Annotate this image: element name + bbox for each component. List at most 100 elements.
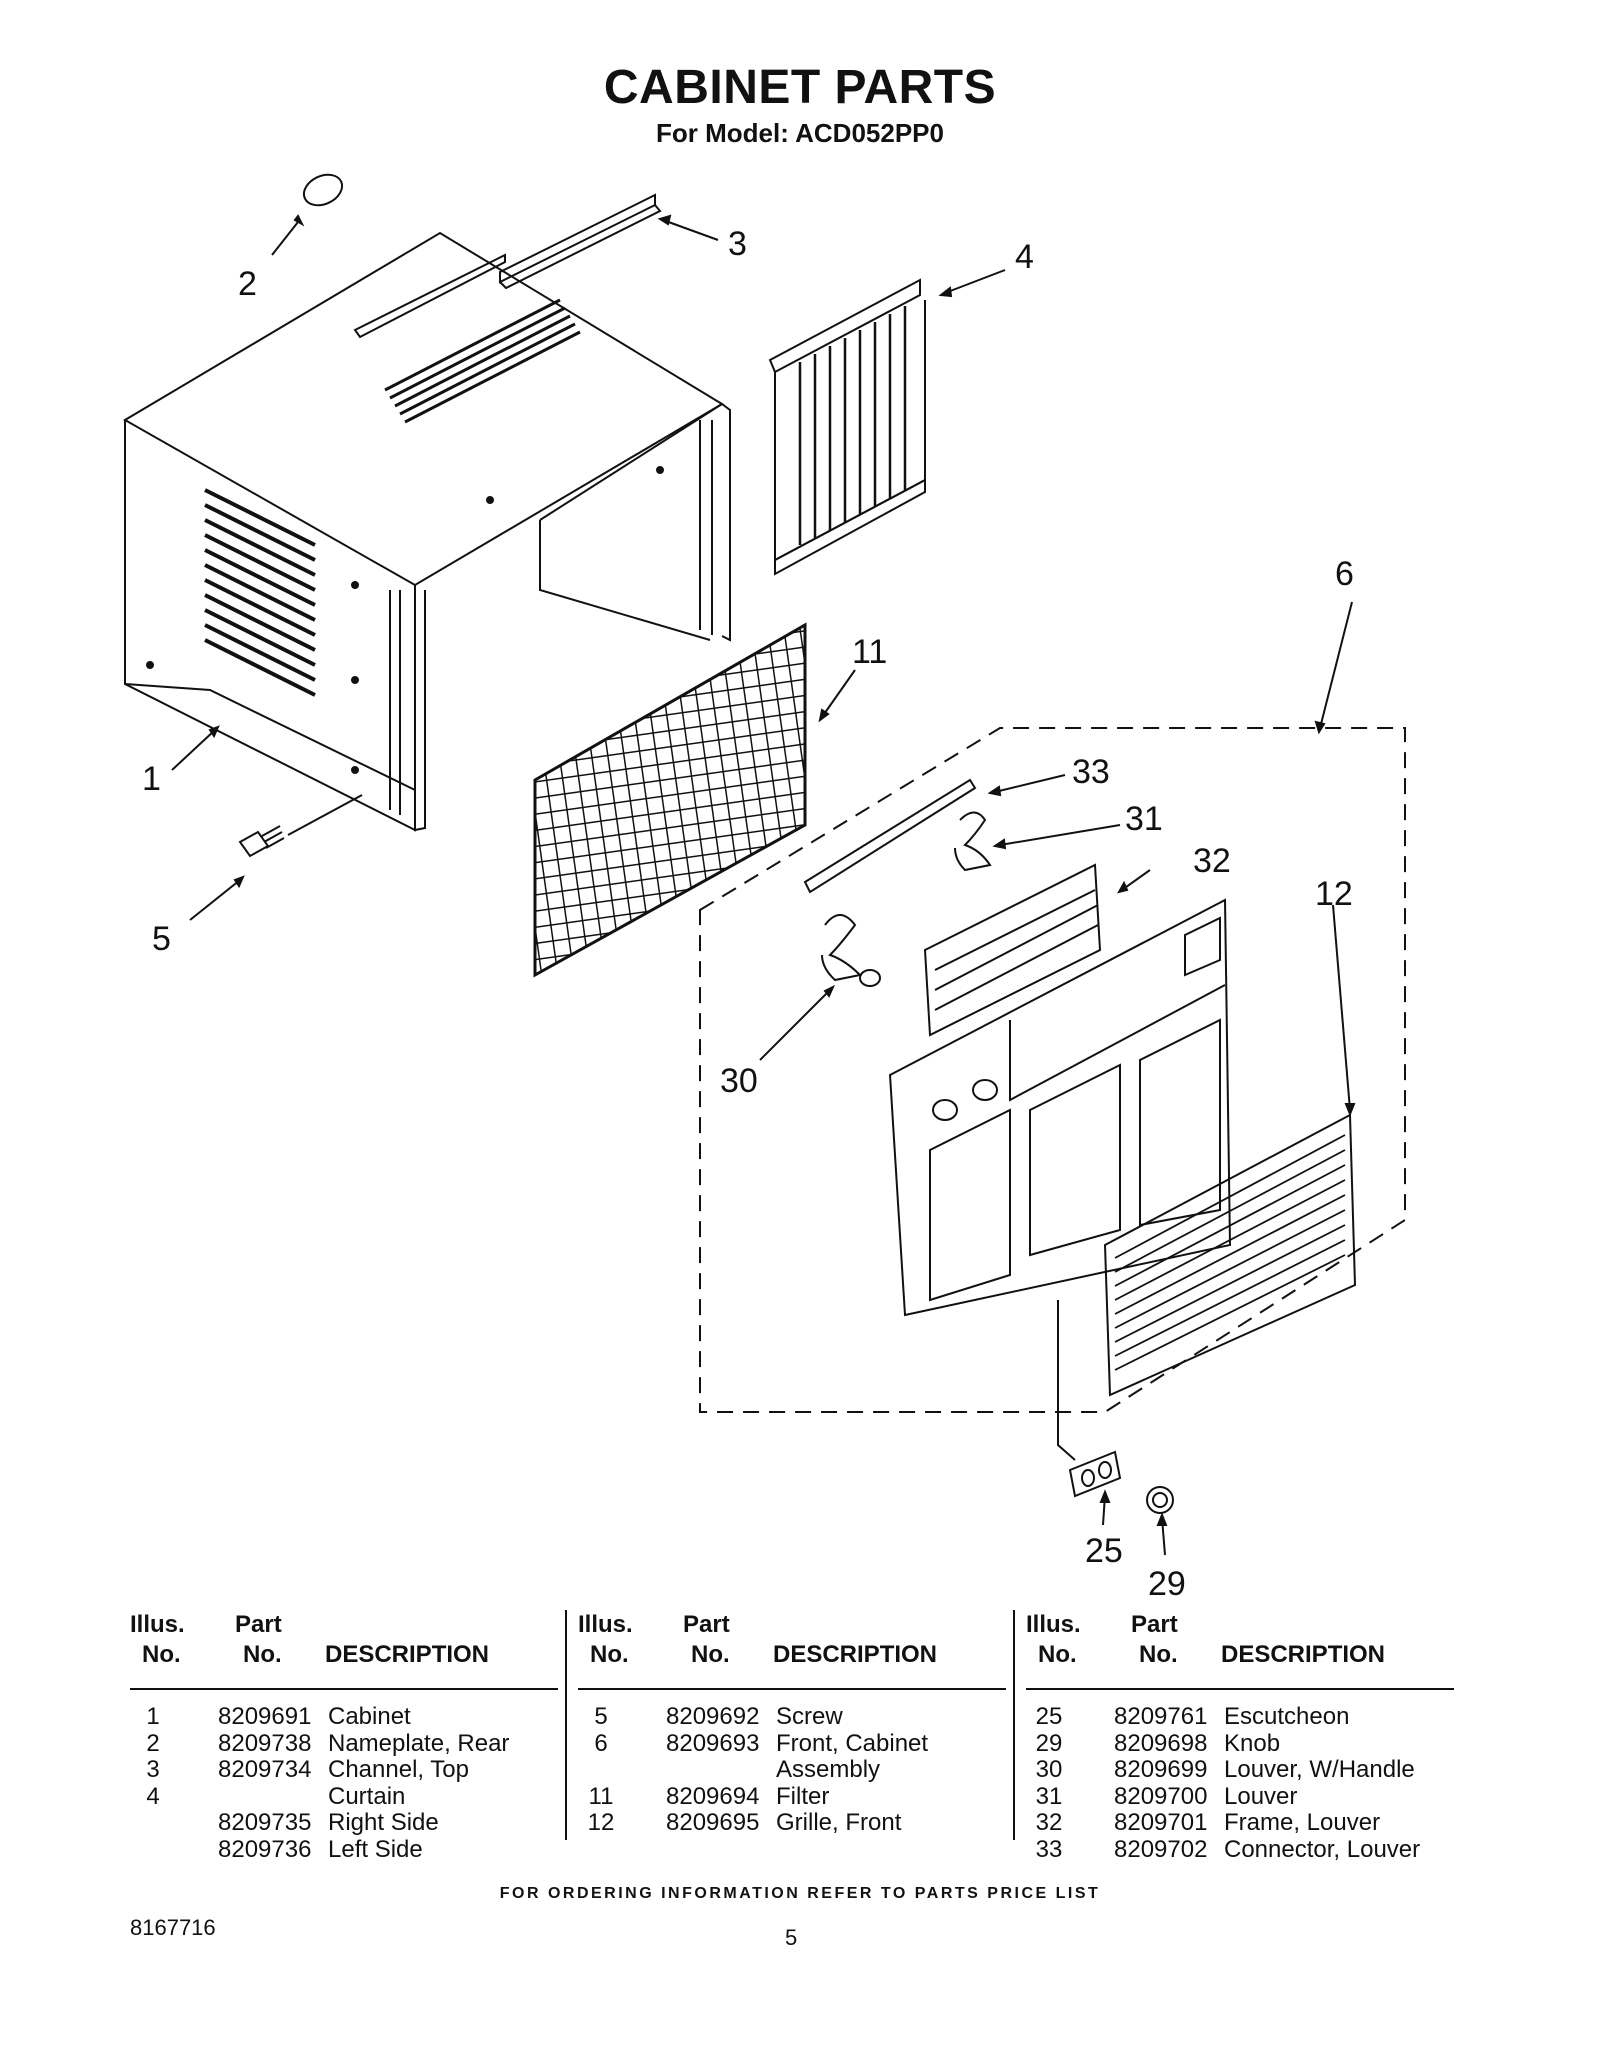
document-number: 8167716 (130, 1915, 216, 1940)
exploded-parts-diagram: 2 3 4 6 11 1 5 33 31 32 12 30 25 29 (123, 173, 1406, 1600)
filter-part (533, 622, 807, 978)
part-number: 8209691 (218, 1703, 312, 1730)
part-number: 8209693 (666, 1729, 760, 1757)
model-subtitle: For Model: ACD052PP0 (656, 118, 944, 148)
illus-number: 1 (146, 1703, 160, 1730)
part-description: Left Side (328, 1835, 423, 1863)
callout-1: 1 (142, 760, 161, 798)
header-illus-no: No. (1038, 1641, 1077, 1668)
part-description: Connector, Louver (1224, 1835, 1421, 1863)
part-description: Assembly (776, 1756, 881, 1783)
illus-number: 6 (594, 1729, 608, 1757)
callout-5: 5 (152, 920, 171, 958)
header-description: DESCRIPTION (325, 1641, 490, 1668)
part-description: Right Side (328, 1809, 439, 1836)
header-part: Part (683, 1611, 730, 1638)
louver-connector-part (803, 778, 977, 894)
illus-number: 29 (1035, 1729, 1063, 1757)
header-illus: Illus. (578, 1611, 633, 1638)
page-title: CABINET PARTS (603, 61, 997, 114)
table-row: 1 8209691 Cabinet (130, 1703, 558, 1731)
louver-handle-part (821, 914, 881, 987)
table-row: 12 8209695 Grille, Front (578, 1809, 1006, 1837)
louver-part (954, 811, 992, 872)
table-row: 8209735 Right Side (130, 1809, 558, 1837)
part-description: Frame, Louver (1224, 1809, 1381, 1836)
part-number: 8209699 (1114, 1756, 1208, 1783)
parts-table-header: Illus. No. Part No. DESCRIPTION (578, 1610, 1006, 1690)
parts-table-3: Illus. No. Part No. DESCRIPTION 25 820976… (1026, 1610, 1454, 1863)
callout-31: 31 (1125, 800, 1163, 838)
illus-number: 11 (588, 1782, 614, 1810)
callout-2: 2 (238, 265, 257, 303)
part-description: Screw (776, 1703, 843, 1730)
part-number: 8209702 (1114, 1835, 1208, 1863)
parts-table-header: Illus. No. Part No. DESCRIPTION (1026, 1610, 1454, 1690)
page-number: 5 (785, 1925, 798, 1950)
part-number: 8209735 (218, 1809, 312, 1836)
parts-table-1: Illus. No. Part No. DESCRIPTION 1 8209691… (130, 1610, 558, 1863)
callout-4: 4 (1015, 238, 1034, 276)
front-assembly-boundary (699, 727, 1406, 1413)
part-number: 8209695 (666, 1809, 760, 1836)
part-number: 8209736 (218, 1835, 312, 1863)
part-description: Escutcheon (1224, 1703, 1350, 1730)
part-number: 8209761 (1114, 1703, 1208, 1730)
illus-number: 32 (1035, 1809, 1063, 1836)
screw-part (238, 825, 285, 858)
louver-frame-part (923, 863, 1102, 1037)
table-row: 8209736 Left Side (130, 1835, 558, 1864)
part-description: Louver (1224, 1782, 1298, 1810)
illus-number: 5 (594, 1703, 608, 1730)
header-description: DESCRIPTION (773, 1641, 938, 1668)
part-number: 8209738 (218, 1729, 312, 1757)
header-part-no: No. (691, 1641, 730, 1668)
ordering-note: FOR ORDERING INFORMATION REFER TO PARTS … (499, 1885, 1101, 1902)
header-illus-no: No. (142, 1641, 181, 1668)
table-divider (565, 1610, 567, 1840)
illus-number: 33 (1035, 1835, 1063, 1863)
callout-29: 29 (1148, 1565, 1186, 1600)
callout-12: 12 (1315, 875, 1353, 913)
illus-number: 31 (1035, 1782, 1063, 1810)
part-description: Channel, Top (328, 1756, 469, 1783)
callout-25: 25 (1085, 1532, 1123, 1570)
part-description: Front, Cabinet (776, 1729, 929, 1757)
part-description: Nameplate, Rear (328, 1729, 510, 1757)
part-number: 8209701 (1114, 1809, 1208, 1836)
header-description: DESCRIPTION (1221, 1641, 1386, 1668)
part-description: Louver, W/Handle (1224, 1756, 1415, 1783)
part-number: 8209734 (218, 1756, 312, 1783)
part-description: Grille, Front (776, 1809, 902, 1836)
part-number: 8209692 (666, 1703, 760, 1730)
callout-11: 11 (852, 633, 887, 671)
top-channel-part (499, 193, 662, 290)
table-divider (1013, 1610, 1015, 1840)
part-number: 8209698 (1114, 1729, 1208, 1757)
header-part-no: No. (243, 1641, 282, 1668)
parts-table-header: Illus. No. Part No. DESCRIPTION (130, 1610, 558, 1690)
table-row: 4 Curtain (130, 1782, 558, 1811)
part-description: Curtain (328, 1782, 406, 1810)
illus-number: 3 (146, 1756, 160, 1783)
table-row: 25 8209761 Escutcheon (1026, 1703, 1454, 1731)
header-part: Part (235, 1611, 282, 1638)
curtain-part (768, 278, 926, 576)
header-illus-no: No. (590, 1641, 629, 1668)
illus-number: 12 (587, 1809, 615, 1836)
table-row: 32 8209701 Frame, Louver (1026, 1809, 1454, 1837)
illus-number: 4 (146, 1782, 160, 1810)
part-description: Cabinet (328, 1703, 411, 1730)
callout-30: 30 (720, 1062, 758, 1100)
nameplate-part (302, 173, 344, 207)
header-part-no: No. (1139, 1641, 1178, 1668)
illus-number: 25 (1035, 1703, 1063, 1730)
illus-number: 30 (1035, 1756, 1063, 1783)
table-row: 5 8209692 Screw (578, 1703, 1006, 1731)
table-row: 3 8209734 Channel, Top (130, 1756, 558, 1784)
